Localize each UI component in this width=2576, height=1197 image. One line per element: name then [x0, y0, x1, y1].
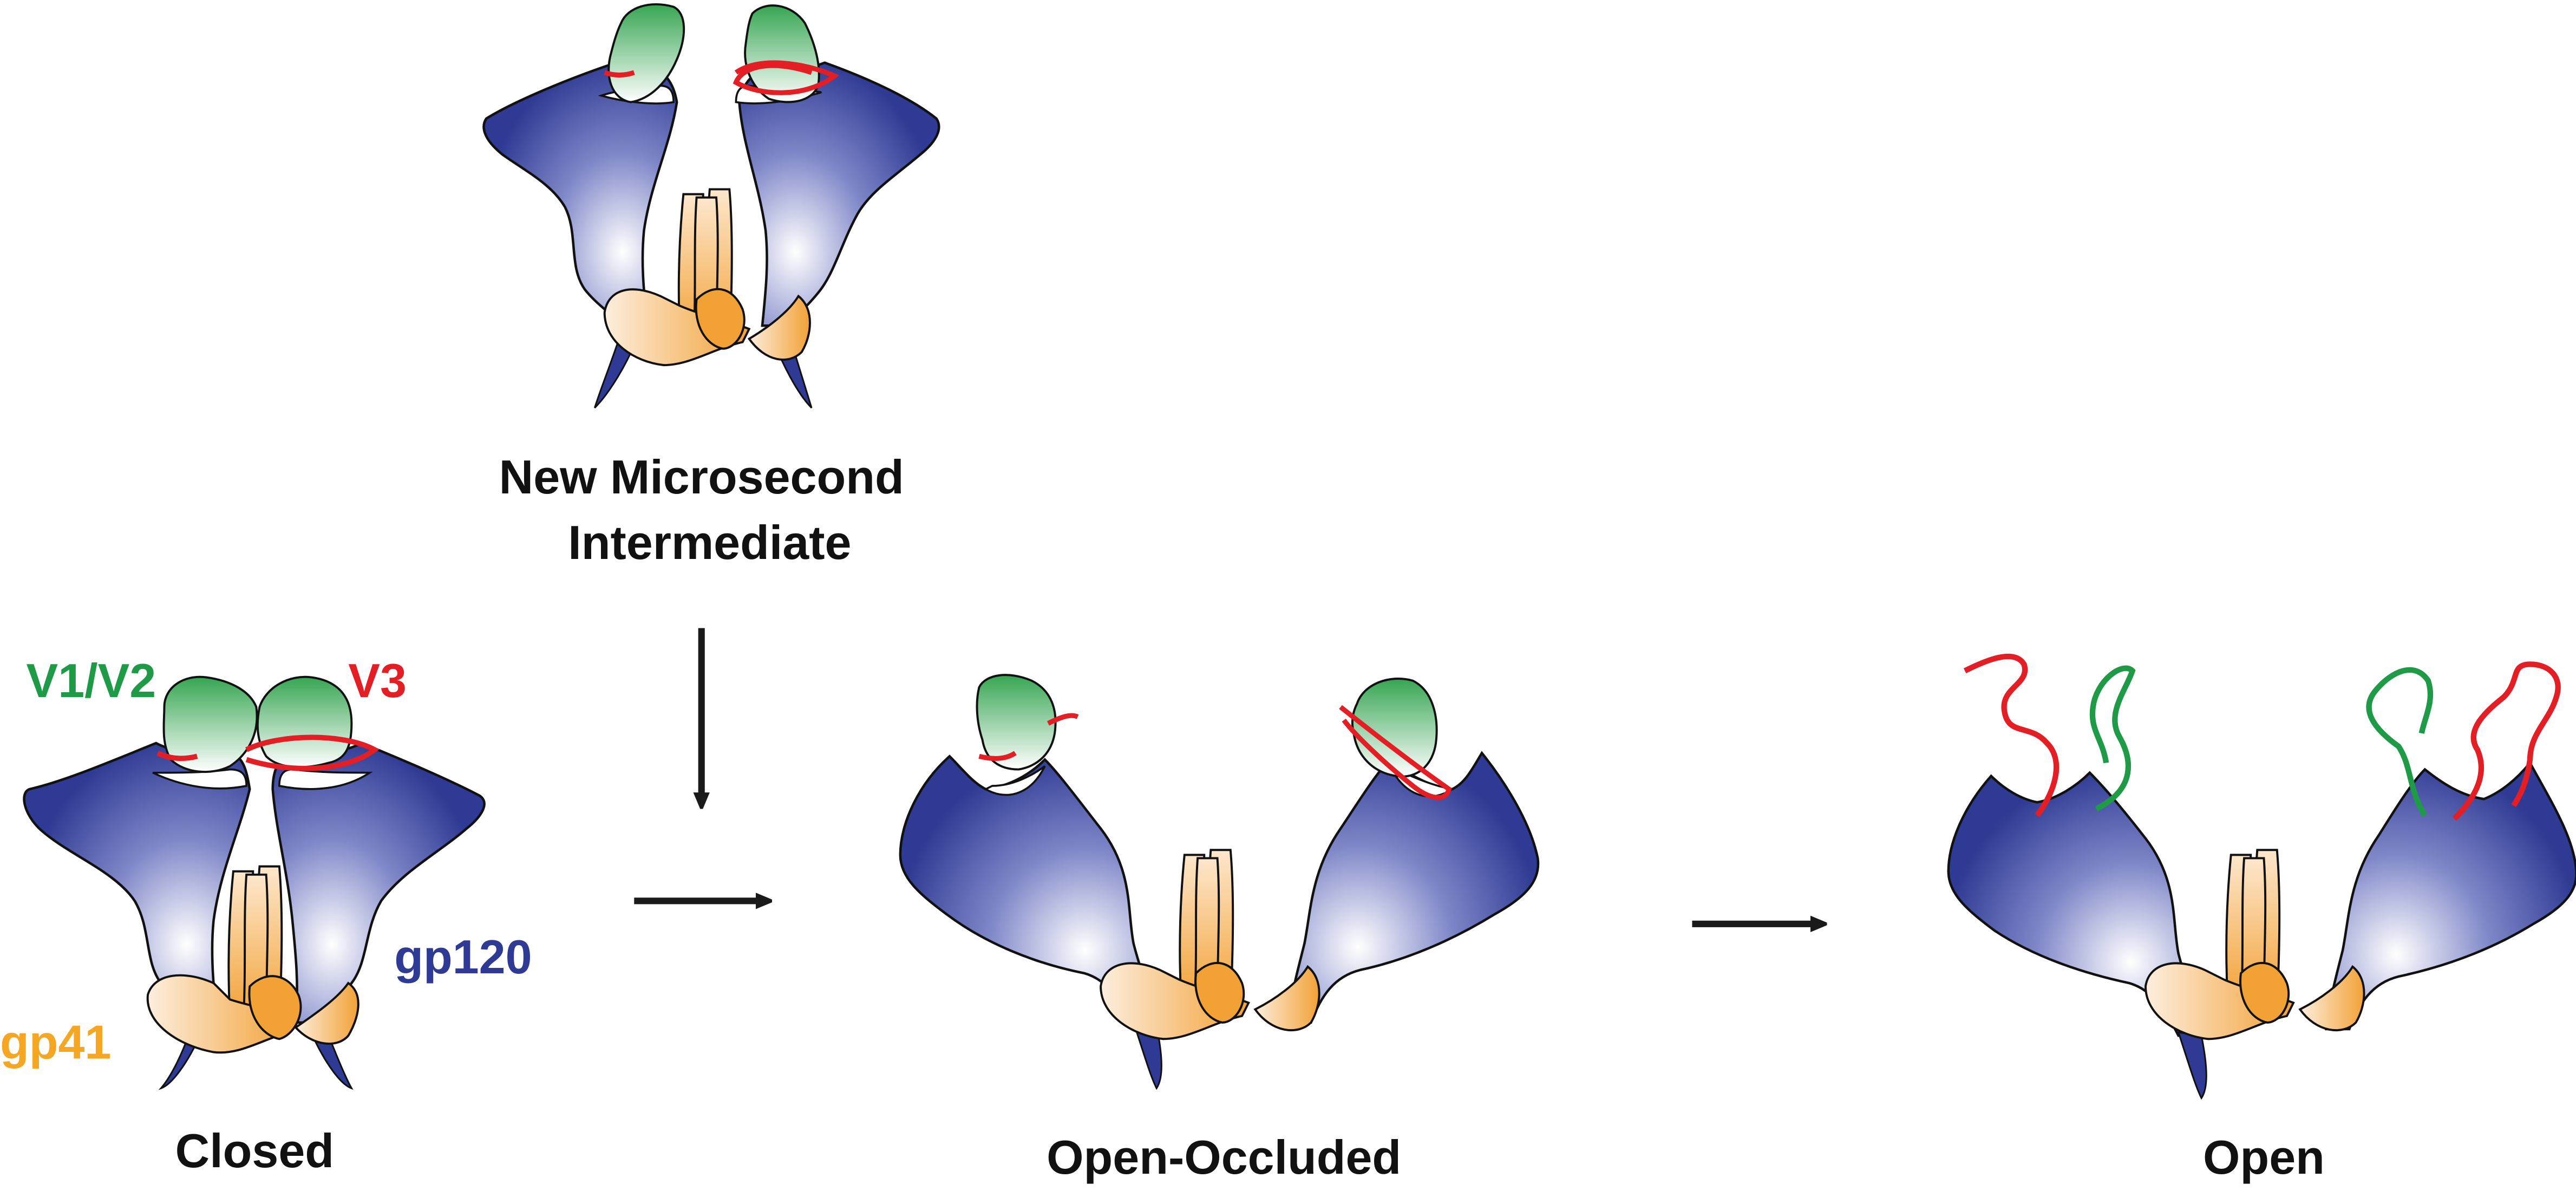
- v3-right-closed: [245, 734, 380, 771]
- label-gp41: gp41: [0, 1016, 111, 1069]
- gp41-occluded: [1100, 849, 1320, 1040]
- v3-left-closed: [156, 750, 198, 762]
- v3-left-open: [1963, 653, 2060, 817]
- label-v1v2: V1/V2: [27, 654, 156, 707]
- label-intermediate-line2: Intermediate: [568, 516, 851, 569]
- gp120-left-intermediate: [482, 61, 678, 327]
- v1v2-left-occluded: [976, 674, 1057, 771]
- v1v2-right-closed: [256, 675, 353, 769]
- v3-right-occluded: [1339, 705, 1452, 800]
- v3-right-intermediate: [733, 60, 840, 95]
- gp120-right-occluded: [1286, 751, 1540, 1024]
- v3-left-intermediate: [604, 70, 635, 78]
- gp41-closed: [146, 865, 359, 1054]
- gp41-open: [2145, 849, 2365, 1040]
- intermediate-state: [482, 3, 940, 409]
- label-gp120: gp120: [394, 930, 532, 984]
- label-intermediate-line1: New Microsecond: [499, 450, 904, 504]
- gp41-intermediate: [603, 188, 811, 367]
- label-open-occluded: Open-Occluded: [1047, 1130, 1401, 1184]
- v1v2-right-open: [2366, 667, 2434, 817]
- label-open: Open: [2203, 1130, 2325, 1184]
- v3-left-occluded: [978, 713, 1079, 761]
- open-state: [1947, 653, 2576, 1100]
- closed-state: [23, 675, 486, 1090]
- open-occluded-state: [899, 674, 1540, 1090]
- v1v2-right-intermediate: [744, 4, 820, 103]
- v1v2-left-intermediate: [607, 3, 685, 103]
- label-closed: Closed: [175, 1124, 334, 1178]
- v3-right-open: [2452, 661, 2561, 821]
- label-v3: V3: [348, 654, 407, 707]
- v1v2-left-open: [2089, 665, 2136, 812]
